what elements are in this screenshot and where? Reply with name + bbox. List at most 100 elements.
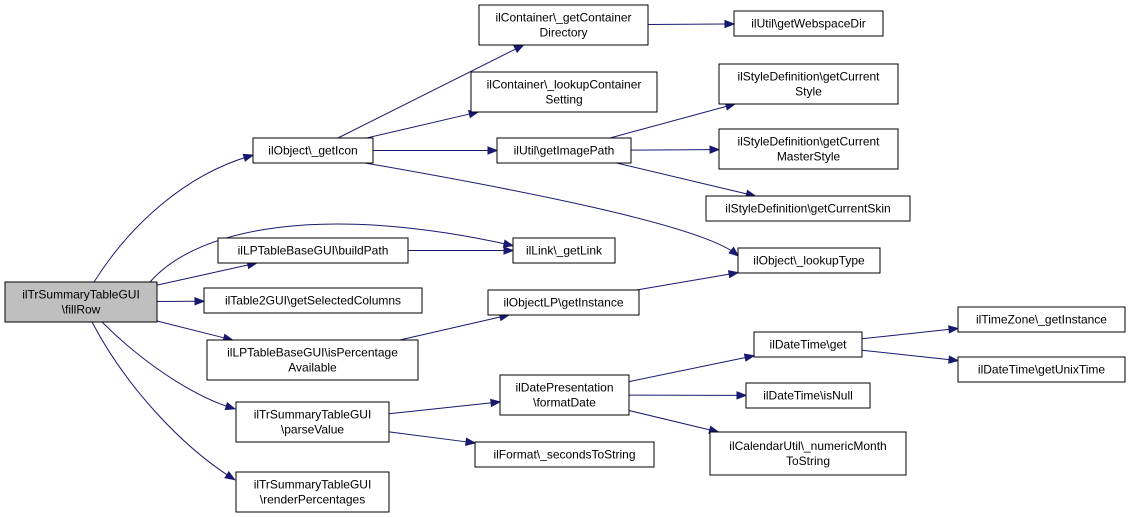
node-label: Setting — [545, 93, 582, 107]
node-buildPath[interactable]: ilLPTableBaseGUI\buildPath — [217, 237, 409, 264]
node-label: ilObject\_lookupType — [753, 254, 865, 268]
node-label: ilTimeZone\_getInstance — [976, 313, 1107, 327]
edge-getIcon-to-getContainerDirectory-arrowhead — [513, 44, 525, 54]
node-label: ilFormat\_secondsToString — [493, 448, 635, 462]
edge-getImagePath-to-getCurrentStyle — [609, 105, 728, 139]
edge-dateGet-to-tzGetInstance — [861, 328, 951, 340]
node-secondsToString[interactable]: ilFormat\_secondsToString — [474, 441, 655, 468]
node-label: ilObject\_getIcon — [268, 144, 357, 158]
node-box — [718, 128, 899, 170]
edge-root-to-getIcon-arrowhead — [242, 153, 255, 162]
node-label: ilCalendarUtil\_numericMonth — [729, 439, 886, 453]
node-isNull[interactable]: ilDateTime\isNull — [745, 382, 871, 409]
node-getLink[interactable]: ilLink\_getLink — [512, 237, 616, 264]
node-box — [753, 331, 863, 358]
node-formatDate[interactable]: ilDatePresentation\formatDate — [499, 374, 630, 416]
node-label: ilLPTableBaseGUI\buildPath — [238, 244, 389, 258]
node-getWebspaceDir[interactable]: ilUtil\getWebspaceDir — [733, 10, 884, 37]
node-box — [235, 401, 390, 443]
node-box — [478, 4, 649, 46]
node-box — [474, 441, 655, 468]
edge-isPercentage-to-getInstanceLP — [399, 316, 502, 341]
edge-dateGet-to-getUnixTime — [861, 349, 951, 361]
node-box — [957, 306, 1126, 333]
node-label: \formatDate — [533, 396, 596, 410]
node-root[interactable]: ilTrSummaryTableGUI\fillRow — [4, 281, 158, 323]
edge-getImagePath-to-getCurrentMasterStyle-arrowhead — [709, 145, 721, 154]
node-box — [499, 374, 630, 416]
edge-root-to-renderPercentages — [91, 321, 233, 479]
node-box — [745, 382, 871, 409]
node-label: ToString — [786, 454, 830, 468]
node-box — [206, 339, 419, 381]
node-label: ilDateTime\isNull — [763, 389, 853, 403]
node-box — [733, 10, 884, 37]
node-label: ilTrSummaryTableGUI — [254, 408, 372, 422]
node-renderPercentages[interactable]: ilTrSummaryTableGUI\renderPercentages — [235, 471, 390, 513]
node-getCurrentSkin[interactable]: ilStyleDefinition\getCurrentSkin — [705, 195, 911, 222]
node-label: ilDateTime\get — [770, 338, 848, 352]
node-label: Directory — [539, 26, 587, 40]
edge-root-to-renderPercentages-arrowhead — [224, 470, 236, 481]
edge-root-to-parseValue — [101, 321, 233, 409]
node-box — [235, 471, 390, 513]
edge-getIcon-to-getContainerDirectory — [337, 48, 517, 139]
node-label: ilObjectLP\getInstance — [503, 296, 623, 310]
node-label: ilDateTime\getUnixTime — [978, 363, 1105, 377]
node-label: \fillRow — [62, 303, 101, 317]
node-label: \renderPercentages — [260, 493, 365, 507]
edge-getInstanceLP-to-lookupType — [636, 273, 731, 291]
edge-formatDate-to-dateGet-arrowhead — [743, 353, 756, 362]
node-label: MasterStyle — [777, 150, 841, 164]
node-box — [512, 237, 616, 264]
node-label: ilStyleDefinition\getCurrentSkin — [725, 202, 890, 216]
edge-getContainerDirectory-to-getWebspaceDir-arrowhead — [724, 19, 736, 29]
node-getInstanceLP[interactable]: ilObjectLP\getInstance — [487, 289, 640, 316]
node-parseValue[interactable]: ilTrSummaryTableGUI\parseValue — [235, 401, 390, 443]
node-box — [470, 71, 658, 113]
node-box — [705, 195, 911, 222]
edge-parseValue-to-formatDate-arrowhead — [490, 398, 502, 408]
node-box — [496, 137, 632, 164]
edge-getIcon-to-lookupType-arrowhead — [728, 246, 740, 257]
node-box — [487, 289, 640, 316]
node-box — [252, 137, 374, 164]
node-label: Available — [288, 361, 337, 375]
node-label: ilUtil\getWebspaceDir — [751, 17, 866, 31]
edge-formatDate-to-numericMonth — [628, 410, 711, 431]
node-label: ilStyleDefinition\getCurrent — [737, 135, 880, 149]
edge-root-to-getLink-arrowhead — [502, 239, 515, 248]
node-box — [4, 281, 158, 323]
edge-parseValue-to-secondsToString-arrowhead — [465, 437, 477, 446]
node-getIcon[interactable]: ilObject\_getIcon — [252, 137, 374, 164]
edge-root-to-getSelectedColumns-arrowhead — [194, 297, 206, 306]
node-getImagePath[interactable]: ilUtil\getImagePath — [496, 137, 632, 164]
edge-getImagePath-to-getCurrentSkin — [616, 162, 748, 195]
node-getSelectedColumns[interactable]: ilTable2GUI\getSelectedColumns — [203, 287, 423, 314]
node-label: ilUtil\getImagePath — [514, 144, 615, 158]
node-getUnixTime[interactable]: ilDateTime\getUnixTime — [957, 356, 1126, 383]
node-tzGetInstance[interactable]: ilTimeZone\_getInstance — [957, 306, 1126, 333]
edge-parseValue-to-secondsToString — [388, 431, 468, 443]
node-box — [203, 287, 423, 314]
node-lookupType[interactable]: ilObject\_lookupType — [737, 247, 881, 274]
node-label: ilContainer\_lookupContainer — [487, 78, 642, 92]
node-label: \parseValue — [281, 423, 344, 437]
edge-root-to-getIcon — [93, 155, 251, 283]
node-label: ilLPTableBaseGUI\isPercentage — [227, 346, 398, 360]
node-box — [217, 237, 409, 264]
edge-root-to-buildPath — [156, 264, 249, 286]
node-dateGet[interactable]: ilDateTime\get — [753, 331, 863, 358]
edge-getInstanceLP-to-lookupType-arrowhead — [727, 270, 740, 279]
edge-buildPath-to-getLink-arrowhead — [503, 246, 515, 255]
node-label: ilTrSummaryTableGUI — [254, 478, 372, 492]
edge-getIcon-to-lookupType — [364, 162, 737, 255]
edge-root-to-isPercentage — [156, 320, 226, 339]
